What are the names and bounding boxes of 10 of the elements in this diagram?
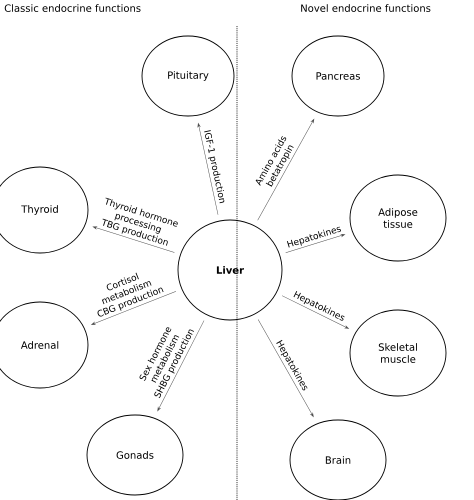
arrow: [91, 291, 176, 325]
arrow: [285, 234, 346, 254]
section-heading: Classic endocrine functions: [4, 4, 141, 12]
arrow: [258, 319, 314, 417]
arrow: [92, 226, 175, 253]
arrow: [257, 118, 314, 221]
arrow: [282, 295, 349, 329]
arrow: [157, 320, 204, 412]
arrow: [198, 123, 218, 215]
section-heading: Novel endocrine functions: [301, 4, 430, 12]
